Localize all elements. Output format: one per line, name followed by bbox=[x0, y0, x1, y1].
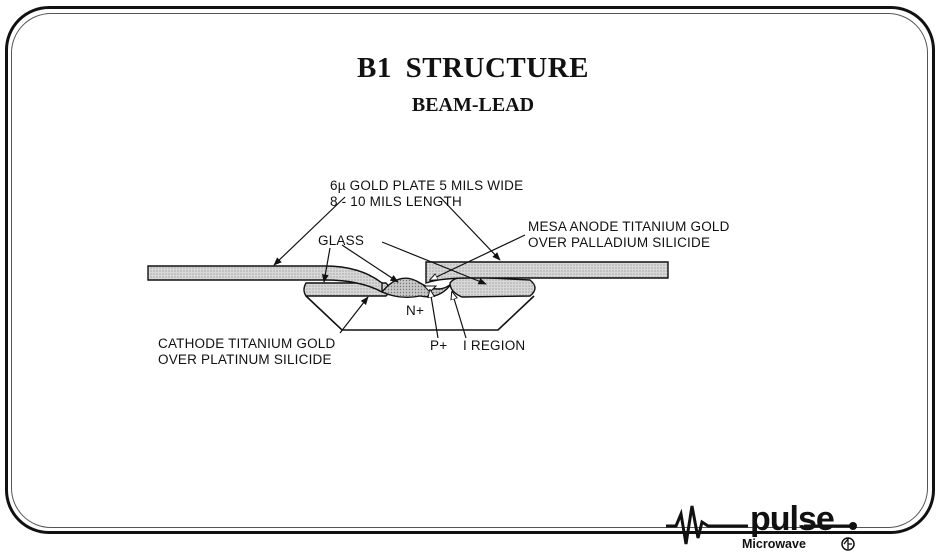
label-gold-plate-2: 8 - 10 MILS LENGTH bbox=[330, 194, 462, 209]
slide-frame bbox=[5, 6, 935, 534]
label-mesa-1: MESA ANODE TITANIUM GOLD bbox=[528, 219, 730, 234]
logo-tail-dot bbox=[849, 522, 857, 530]
leader-p-plus bbox=[430, 290, 439, 339]
diagram-title: B1 STRUCTURE bbox=[357, 52, 589, 84]
glass-region bbox=[380, 277, 453, 299]
leader-glass-mid bbox=[341, 244, 399, 283]
leader-glass-left bbox=[322, 247, 331, 283]
label-cathode-2: OVER PLATINUM SILICIDE bbox=[158, 352, 332, 367]
leader-mesa bbox=[430, 234, 526, 280]
logo-pulse-wave bbox=[666, 505, 748, 545]
label-cathode-1: CATHODE TITANIUM GOLD bbox=[158, 336, 336, 351]
label-p-plus: P+ bbox=[430, 338, 448, 353]
logo-wordmark: pulse bbox=[750, 500, 835, 538]
mesa-anode-contact bbox=[449, 276, 536, 298]
leader-gold-left bbox=[273, 196, 346, 266]
diagram-subtitle: BEAM-LEAD bbox=[411, 94, 535, 116]
leader-glass-right bbox=[381, 241, 487, 285]
logo-subtext: Microwave bbox=[742, 537, 806, 551]
pulse-microwave-logo bbox=[666, 505, 857, 551]
label-n-plus: N+ bbox=[406, 303, 425, 318]
leader-gold-right bbox=[439, 196, 501, 261]
leader-i-region bbox=[452, 292, 467, 339]
label-i-region: I REGION bbox=[463, 338, 526, 353]
label-gold-plate-1: 6µ GOLD PLATE 5 MILS WIDE bbox=[330, 178, 524, 193]
logo-mark-glyph bbox=[843, 537, 852, 549]
label-mesa-2: OVER PALLADIUM SILICIDE bbox=[528, 235, 711, 250]
right-beam-lead bbox=[425, 261, 669, 284]
label-glass: GLASS bbox=[318, 233, 365, 248]
slide-frame-inner bbox=[11, 13, 928, 528]
leader-cathode bbox=[339, 296, 369, 334]
